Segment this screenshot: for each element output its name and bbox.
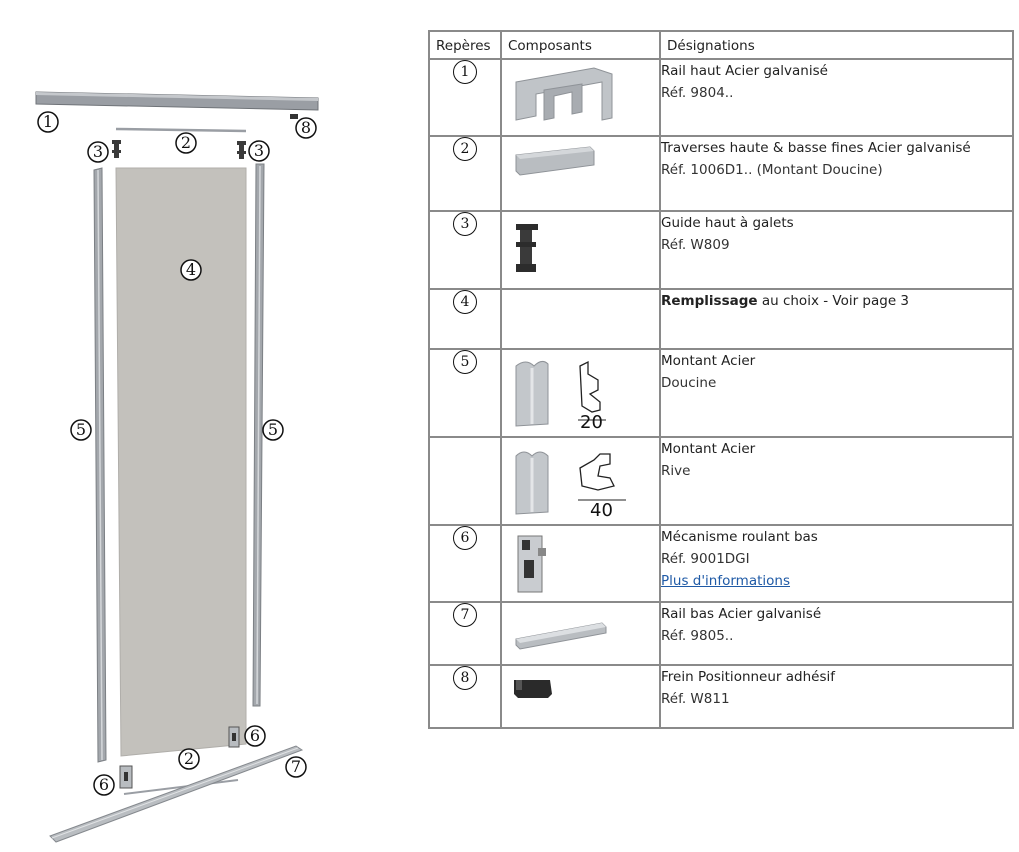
header-designations: Désignations (659, 30, 1014, 60)
marker-7: 7 (285, 756, 307, 778)
marker-label: 8 (301, 118, 311, 137)
diagram-markers: 1 2 3 3 4 5 5 6 6 7 8 2 (37, 111, 317, 796)
designation-title-bold: Remplissage (661, 293, 758, 309)
brake-thumbnail (514, 680, 552, 698)
marker-badge: 3 (453, 212, 477, 236)
top-guide-right-drawing (237, 141, 246, 159)
right-stile-drawing (252, 163, 265, 707)
marker-label: 4 (186, 260, 196, 279)
marker-1: 1 (37, 111, 59, 133)
marker-label: 6 (250, 726, 260, 745)
marker-badge: 6 (453, 526, 477, 550)
top-guide-left-drawing (112, 140, 121, 158)
more-info-link[interactable]: Plus d'informations (661, 573, 791, 589)
exploded-door-diagram: 1 2 3 3 4 5 5 6 6 7 8 2 (35, 91, 319, 843)
table-row: 8 Frein Positionneur adhésif Réf. W811 (428, 664, 1014, 729)
marker-label: 2 (181, 133, 191, 152)
designation-ref: Réf. 1006D1.. (Montant Doucine) (661, 162, 883, 178)
parts-table: Repères Composants Désignations 1 Rail h… (428, 30, 1014, 729)
marker-label: 5 (268, 420, 278, 439)
marker-badge: 5 (453, 350, 477, 374)
marker-badge: 8 (453, 666, 477, 690)
bottom-rail-thumbnail (515, 622, 607, 650)
top-guide-thumbnail (516, 224, 538, 272)
marker-6: 6 (244, 725, 266, 747)
marker-label: 2 (184, 749, 194, 768)
table-row: 4 Remplissage au choix - Voir page 3 (428, 288, 1014, 350)
header-composants: Composants (500, 30, 661, 60)
marker-badge: 7 (453, 603, 477, 627)
table-row: 5 20 Montant Acier Doucine (428, 348, 1014, 438)
top-rail-drawing (35, 91, 319, 111)
top-crossbar-drawing (115, 127, 247, 133)
bottom-roller-left-drawing (119, 765, 133, 789)
bottom-rail-drawing (49, 745, 304, 843)
marker-8: 8 (295, 117, 317, 139)
designation-ref: Rive (661, 463, 691, 479)
designation-title: Traverses haute & basse fines Acier galv… (661, 140, 971, 156)
table-header-row: Repères Composants Désignations (428, 30, 1014, 60)
marker-2: 2 (178, 748, 200, 770)
header-reperes: Repères (428, 30, 502, 60)
designation-ref: Réf. 9001DGI (661, 551, 750, 567)
marker-badge: 2 (453, 137, 477, 161)
marker-label: 5 (76, 420, 86, 439)
table-row: 7 Rail bas Acier galvanisé Réf. 9805.. (428, 601, 1014, 666)
designation-title: Frein Positionneur adhésif (661, 669, 836, 685)
marker-4: 4 (180, 259, 202, 281)
marker-3: 3 (87, 141, 109, 163)
table-row: 6 Mécanisme roulant bas Réf. 9001DGI Plu… (428, 524, 1014, 603)
bottom-crossbar-drawing (123, 779, 239, 795)
stile-doucine-thumbnail: 20 (515, 360, 606, 433)
marker-3: 3 (248, 140, 270, 162)
profile-width-label: 20 (580, 412, 603, 433)
designation-ref: Doucine (661, 375, 717, 391)
table-row: 3 Guide haut à galets Réf. W809 (428, 210, 1014, 290)
designation-ref: Réf. W811 (661, 691, 730, 707)
marker-badge: 4 (453, 290, 477, 314)
stile-rive-thumbnail: 40 (515, 451, 626, 521)
marker-badge: 1 (453, 60, 477, 84)
marker-2: 2 (175, 132, 197, 154)
table-row: 2 Traverses haute & basse fines Acier ga… (428, 135, 1014, 212)
marker-label: 3 (254, 141, 264, 160)
designation-ref: Réf. 9805.. (661, 628, 734, 644)
top-rail-thumbnail (515, 67, 613, 121)
bottom-roller-thumbnail (517, 535, 546, 593)
marker-label: 3 (93, 142, 103, 161)
filling-panel-drawing (115, 167, 247, 757)
designation-title: Mécanisme roulant bas (661, 529, 818, 545)
marker-label: 6 (99, 775, 109, 794)
left-stile-drawing (93, 167, 107, 763)
designation-title: Montant Acier (661, 441, 756, 457)
designation-title: Rail bas Acier galvanisé (661, 606, 822, 622)
marker-6: 6 (93, 774, 115, 796)
profile-width-label: 40 (590, 500, 613, 521)
designation-title-rest: au choix - Voir page 3 (757, 293, 910, 309)
designation-title: Montant Acier (661, 353, 756, 369)
marker-label: 1 (43, 112, 53, 131)
bottom-roller-right-drawing (228, 726, 240, 748)
marker-5: 5 (70, 419, 92, 441)
table-row: 40 Montant Acier Rive (428, 436, 1014, 526)
crossbar-thumbnail (515, 146, 595, 176)
designation-title: Guide haut à galets (661, 215, 794, 231)
designation-ref: Réf. W809 (661, 237, 730, 253)
table-row: 1 Rail haut Acier galvanisé Réf. 9804.. (428, 58, 1014, 137)
designation-title: Rail haut Acier galvanisé (661, 63, 828, 79)
designation-ref: Réf. 9804.. (661, 85, 734, 101)
marker-5: 5 (262, 419, 284, 441)
marker-label: 7 (291, 757, 301, 776)
brake-drawing (290, 114, 298, 119)
